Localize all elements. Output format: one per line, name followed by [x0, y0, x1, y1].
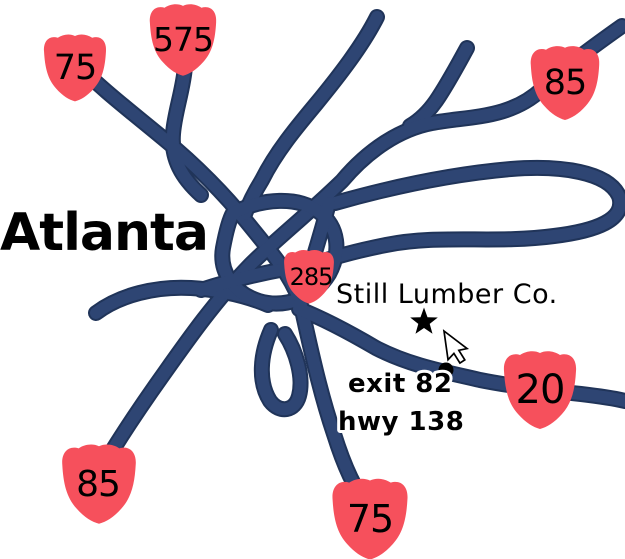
shield-i75-south-number: 75: [347, 497, 393, 541]
shield-i20-east-number: 20: [516, 367, 565, 413]
shield-i285-center-number: 285: [290, 263, 333, 291]
shield-i575-north: 575: [149, 4, 217, 76]
highway-shields: 75 575 85 285 20 85: [43, 4, 600, 559]
shield-i575-north-number: 575: [153, 20, 213, 59]
shield-i85-southwest-number: 85: [76, 464, 120, 505]
destination-star-icon: [410, 307, 438, 334]
shield-i85-northeast: 85: [530, 46, 600, 120]
shield-i75-northwest: 75: [43, 34, 107, 102]
shield-i285-center: 285: [284, 249, 334, 304]
shield-i85-southwest: 85: [62, 444, 136, 524]
shield-i20-east: 20: [503, 351, 577, 429]
destination-label: Still Lumber Co.: [336, 279, 558, 310]
road-north-stub: [245, 17, 377, 214]
shield-i75-northwest-number: 75: [54, 48, 97, 88]
road-east-loop: [313, 168, 620, 265]
highway-label: hwy 138: [338, 407, 464, 437]
shield-i85-northeast-number: 85: [544, 63, 587, 103]
exit-82-dot: [438, 362, 454, 378]
exit-label: exit 82: [348, 369, 452, 399]
shield-i75-south: 75: [332, 478, 408, 559]
pointer-cursor-icon: [442, 329, 470, 365]
city-label: Atlanta: [0, 203, 208, 263]
